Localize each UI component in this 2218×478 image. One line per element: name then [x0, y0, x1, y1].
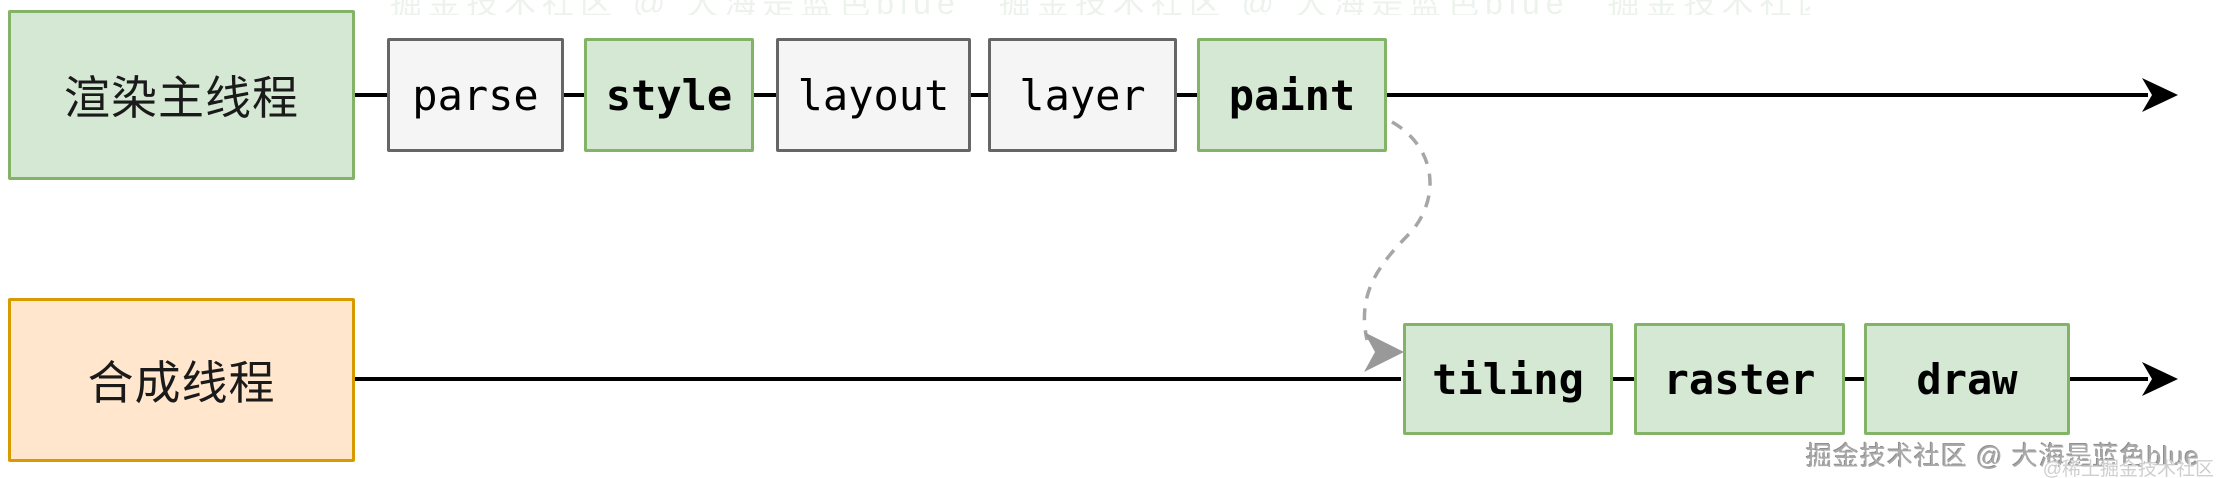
watermark-secondary: @稀土掘金技术社区 [2042, 459, 2214, 478]
main-thread-arrowhead-icon [2142, 78, 2178, 112]
stage-label-raster: raster [1663, 354, 1816, 404]
stage-box-parse: parse [387, 38, 564, 152]
stage-label-parse: parse [412, 70, 539, 120]
stage-label-draw: draw [1916, 354, 2018, 404]
stage-label-layer: layer [1019, 70, 1146, 120]
stage-box-layout: layout [776, 38, 971, 152]
watermark-primary: 掘金技术社区 @ 大海是蓝色blue [1806, 441, 2200, 471]
stage-label-style: style [605, 70, 733, 120]
stage-label-tiling: tiling [1432, 354, 1584, 404]
render-main-thread-label: 渲染主线程 [64, 72, 299, 124]
stage-box-style: style [584, 38, 754, 152]
stage-label-paint: paint [1228, 70, 1356, 120]
top-watermark-text: 掘金技术社区 @ 大海是蓝色blue 掘金技术社区 @ 大海是蓝色blue 掘金… [390, 0, 1810, 15]
stage-box-draw: draw [1864, 323, 2070, 435]
paint-to-tiling-dashed-curve [1362, 120, 1432, 341]
compositor-thread-label: 合成线程 [87, 357, 276, 409]
stage-label-layout: layout [797, 70, 950, 120]
stage-box-paint: paint [1197, 38, 1387, 152]
stage-box-raster: raster [1634, 323, 1845, 435]
compositor-thread-box: 合成线程 [8, 298, 355, 462]
dashed-curve-arrowhead-icon [1364, 332, 1404, 372]
compositor-thread-arrowhead-icon [2142, 362, 2178, 396]
top-watermark-strip: 掘金技术社区 @ 大海是蓝色blue 掘金技术社区 @ 大海是蓝色blue 掘金… [390, 0, 1810, 15]
stage-box-layer: layer [988, 38, 1177, 152]
render-main-thread-box: 渲染主线程 [8, 10, 355, 180]
stage-box-tiling: tiling [1403, 323, 1613, 435]
